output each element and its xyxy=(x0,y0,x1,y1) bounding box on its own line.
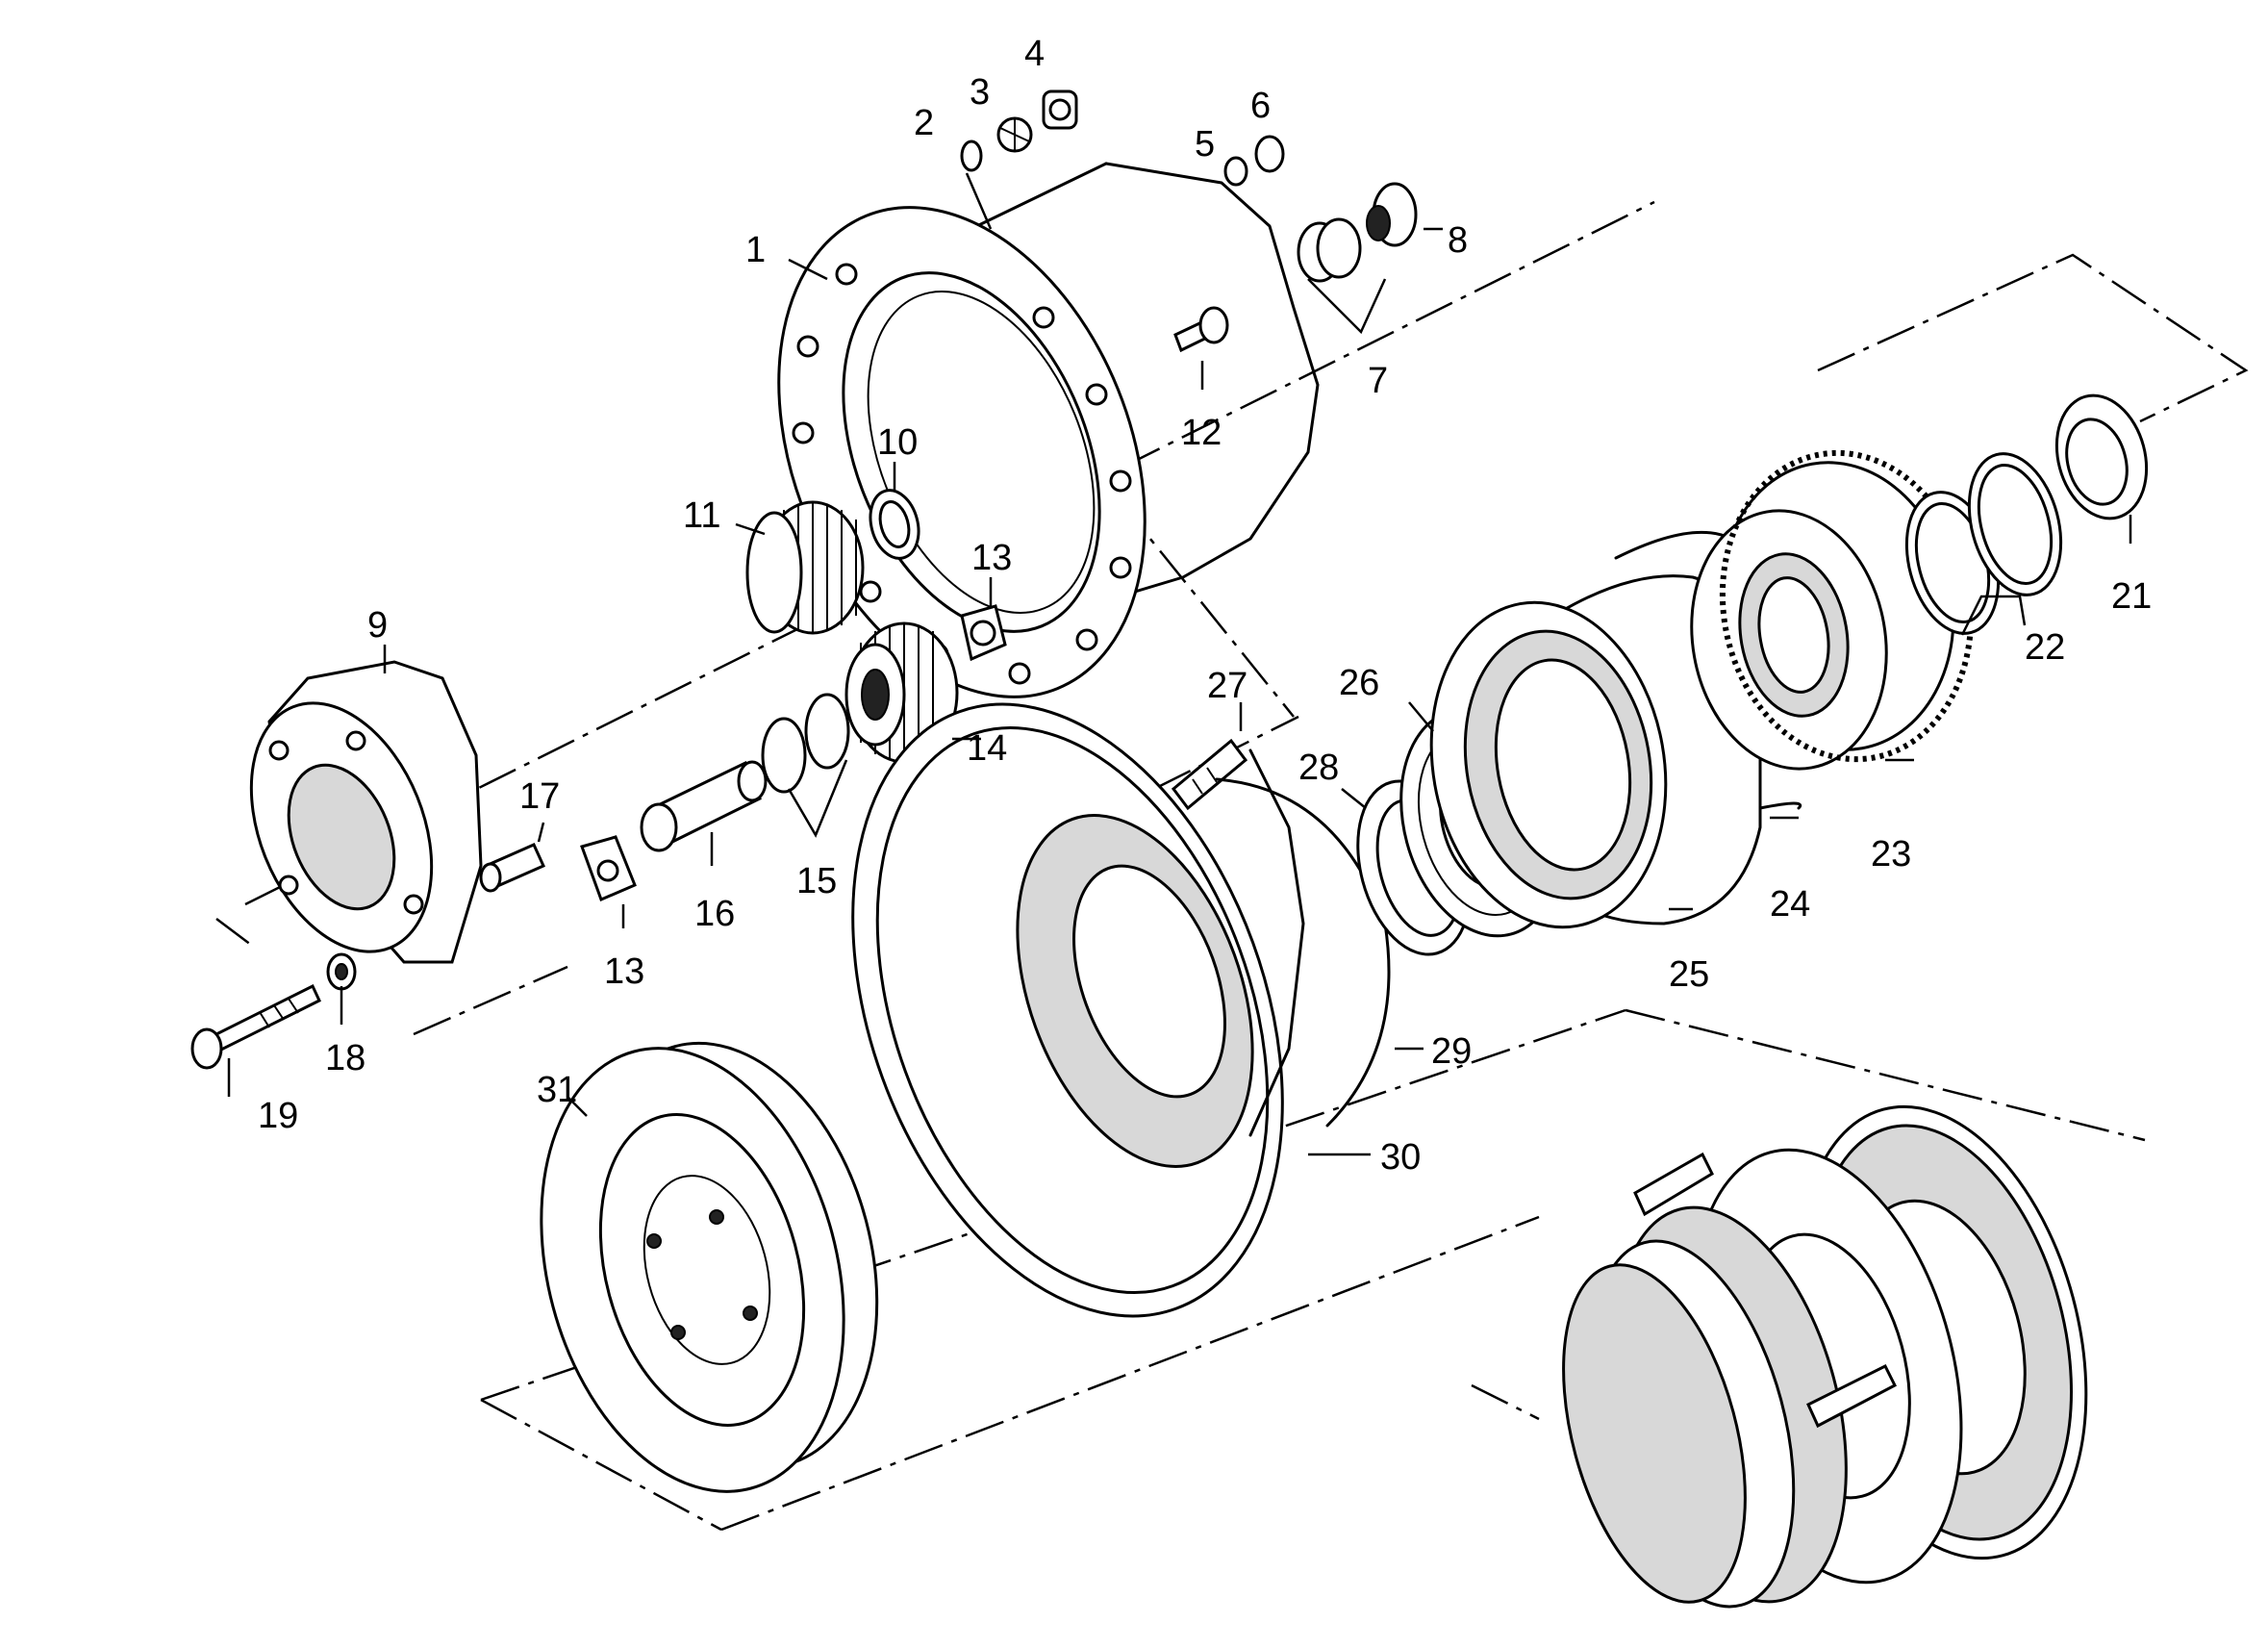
part-label-8: 8 xyxy=(1448,220,1468,261)
part-label-13-lower: 13 xyxy=(604,951,644,992)
part-label-12: 12 xyxy=(1181,413,1222,453)
part-label-10: 10 xyxy=(877,422,918,463)
rings-part-22 xyxy=(1904,452,2063,635)
part-label-2: 2 xyxy=(914,103,934,143)
thrust-ring-part-10 xyxy=(869,489,920,560)
part-label-24: 24 xyxy=(1770,884,1810,925)
planet-carrier-part-9 xyxy=(249,660,483,964)
dowel-pin-part-17 xyxy=(479,843,545,893)
brake-disc-pack xyxy=(1562,1104,2088,1609)
part-label-17: 17 xyxy=(519,776,560,817)
stud-part-27 xyxy=(1171,738,1248,811)
bolt-part-19 xyxy=(190,983,321,1070)
part-label-21: 21 xyxy=(2111,576,2152,617)
part-label-11: 11 xyxy=(683,495,720,536)
part-label-25: 25 xyxy=(1669,954,1709,995)
brake-piston-part-31 xyxy=(540,1041,879,1493)
leader-lines xyxy=(227,172,2132,1156)
part-label-13-upper: 13 xyxy=(971,538,1012,578)
lock-plate-part-13-lower xyxy=(580,835,637,902)
plug-part-8 xyxy=(1366,182,1418,247)
lock-plate-part-13-upper xyxy=(960,604,1007,662)
part-label-6: 6 xyxy=(1250,86,1271,126)
part-label-28: 28 xyxy=(1298,748,1339,788)
slotted-nut-part-21 xyxy=(2054,393,2149,520)
part-label-15: 15 xyxy=(796,861,837,901)
planet-pin-part-16 xyxy=(640,760,768,852)
part-label-5: 5 xyxy=(1195,124,1215,165)
brake-housing-part-30 xyxy=(851,702,1305,1318)
screw-part-12 xyxy=(1173,306,1229,353)
part-label-4: 4 xyxy=(1024,34,1045,74)
hardware-parts-2-6 xyxy=(960,89,1285,187)
part-label-19: 19 xyxy=(258,1096,298,1136)
part-label-18: 18 xyxy=(325,1038,365,1078)
part-label-9: 9 xyxy=(367,605,388,646)
part-label-7: 7 xyxy=(1368,361,1388,401)
part-label-23: 23 xyxy=(1871,834,1911,875)
part-label-16: 16 xyxy=(694,894,735,934)
part-label-30: 30 xyxy=(1380,1137,1421,1178)
housing-part-1 xyxy=(777,162,1320,698)
gear-hub-part-23 xyxy=(1690,449,1975,771)
part-label-27: 27 xyxy=(1207,666,1247,706)
part-label-22: 22 xyxy=(2025,627,2065,668)
part-label-14: 14 xyxy=(967,728,1007,769)
planet-gear-part-11 xyxy=(745,500,865,635)
part-label-1: 1 xyxy=(745,230,766,270)
part-label-29: 29 xyxy=(1431,1031,1472,1072)
part-label-31: 31 xyxy=(537,1070,577,1110)
needle-bearing-part-15 xyxy=(761,693,850,794)
part-label-3: 3 xyxy=(970,72,990,113)
washer-part-18 xyxy=(326,952,357,991)
seals-part-7 xyxy=(1297,217,1362,283)
part-labels: 1 2 3 4 5 6 7 8 9 10 11 12 13 13 14 15 1… xyxy=(258,34,2152,1178)
part-label-26: 26 xyxy=(1339,663,1379,703)
